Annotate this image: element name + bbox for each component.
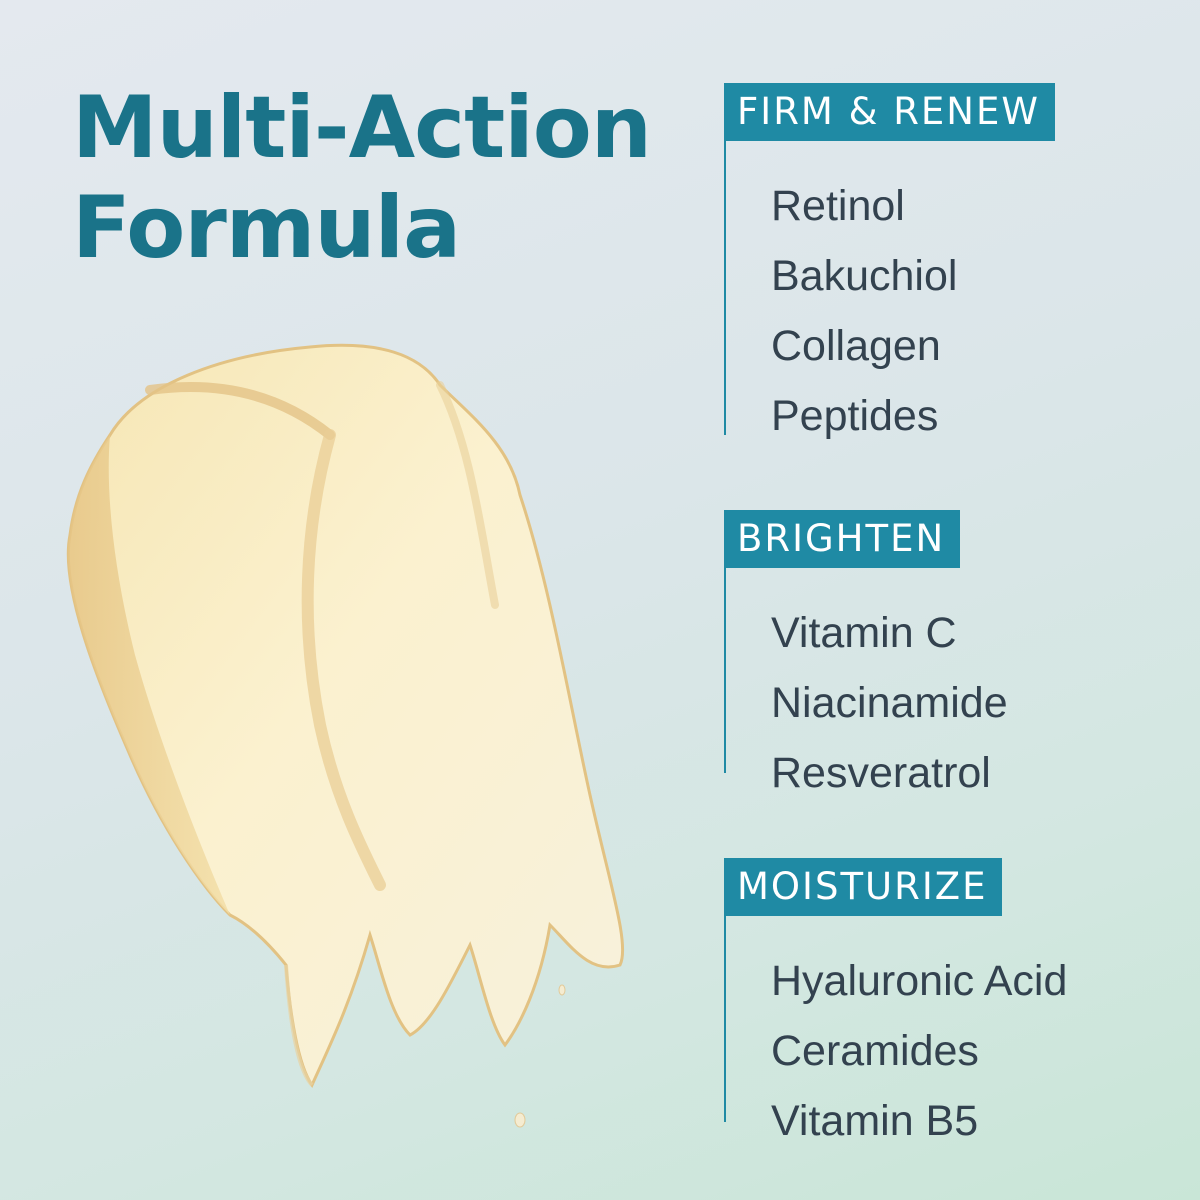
group-divider-line <box>724 510 726 773</box>
group-divider-line <box>724 858 726 1122</box>
ingredient-item: Resveratrol <box>771 749 991 797</box>
ingredient-item: Niacinamide <box>771 679 1008 727</box>
group-badge: BRIGHTEN <box>724 510 961 568</box>
cream-swatch-image <box>66 343 625 1128</box>
ingredient-group-moisturize: MOISTURIZE Hyaluronic Acid Ceramides Vit… <box>724 858 1164 1145</box>
ingredient-item: Peptides <box>771 392 939 440</box>
ingredient-item: Collagen <box>771 322 941 370</box>
ingredient-list: Vitamin C Niacinamide Resveratrol <box>771 598 1008 808</box>
ingredient-group-firm-renew: FIRM & RENEW Retinol Bakuchiol Collagen … <box>724 83 1164 440</box>
ingredient-item: Bakuchiol <box>771 252 958 300</box>
page-title: Multi-Action Formula <box>72 78 652 278</box>
ingredient-item: Ceramides <box>771 1027 979 1075</box>
group-badge: MOISTURIZE <box>724 858 1003 916</box>
group-badge: FIRM & RENEW <box>724 83 1055 141</box>
ingredient-item: Vitamin B5 <box>771 1097 979 1145</box>
ingredient-list: Retinol Bakuchiol Collagen Peptides <box>771 171 957 451</box>
page-title-line-1: Multi-Action <box>72 78 652 178</box>
ingredient-group-brighten: BRIGHTEN Vitamin C Niacinamide Resveratr… <box>724 510 1164 797</box>
ingredient-item: Retinol <box>771 182 905 230</box>
page-title-line-2: Formula <box>72 178 461 278</box>
ingredient-item: Vitamin C <box>771 609 957 657</box>
ingredient-list: Hyaluronic Acid Ceramides Vitamin B5 <box>771 946 1067 1156</box>
group-divider-line <box>724 83 726 435</box>
ingredient-item: Hyaluronic Acid <box>771 957 1068 1005</box>
